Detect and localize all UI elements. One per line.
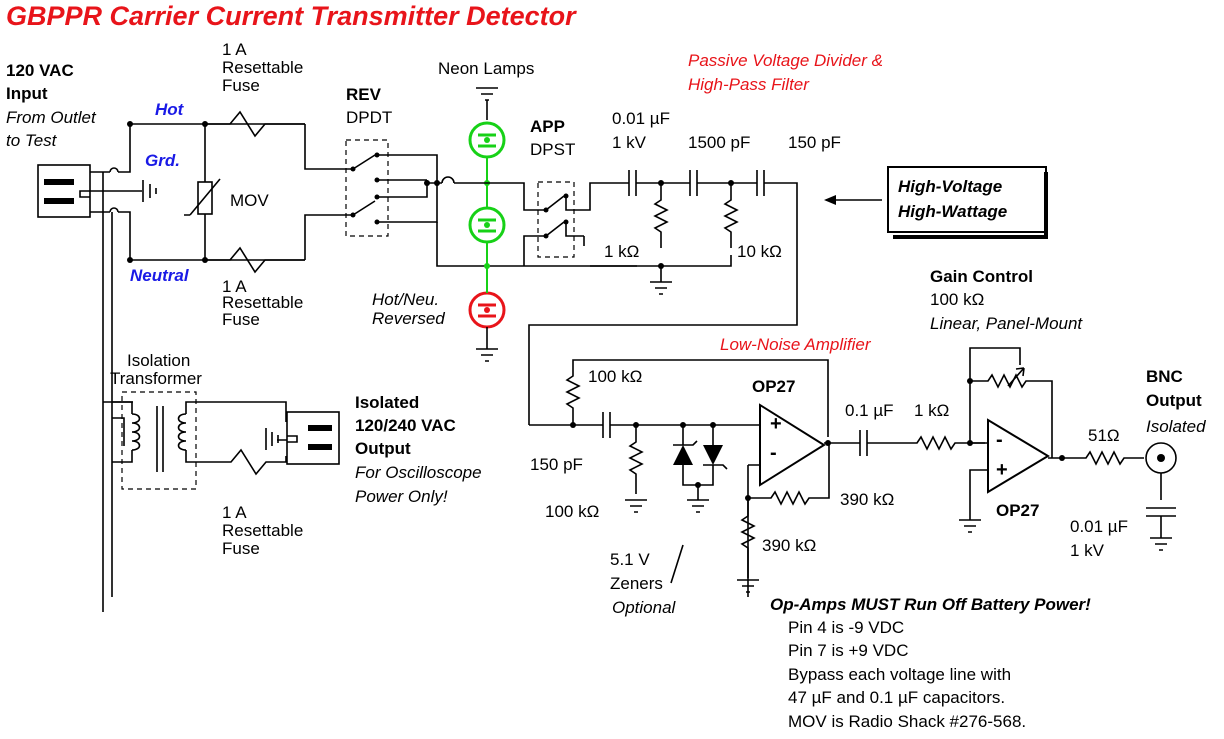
- opamp2-label: OP27: [996, 501, 1039, 520]
- fuse-bottom: [205, 246, 305, 274]
- lna-circuit: [529, 359, 985, 597]
- fuse-iso-line3: Fuse: [222, 539, 260, 558]
- cap-bnc-label-2: 1 kV: [1070, 541, 1105, 560]
- fuse-top-line2: Resettable: [222, 58, 303, 77]
- input-label-3: From Outlet: [6, 108, 97, 127]
- app-label-1: APP: [530, 117, 565, 136]
- diagram-title: GBPPR Carrier Current Transmitter Detect…: [6, 1, 577, 31]
- bnc-label-1: BNC: [1146, 367, 1183, 386]
- fuse-top-line3: Fuse: [222, 76, 260, 95]
- app-switch: [484, 181, 625, 266]
- cap-bnc-label-1: 0.01 µF: [1070, 517, 1128, 536]
- cap1-label-2: 1 kV: [612, 133, 647, 152]
- r100k-bottom-label: 100 kΩ: [545, 502, 599, 521]
- r100k-top-label: 100 kΩ: [588, 367, 642, 386]
- rev-switch: [304, 124, 637, 267]
- opamp1-label: OP27: [752, 377, 795, 396]
- opamp1-minus: -: [770, 442, 777, 464]
- r51-label: 51Ω: [1088, 426, 1120, 445]
- mov-label: MOV: [230, 191, 269, 210]
- reversed-label-2: Reversed: [372, 309, 445, 328]
- iso-output-5: Power Only!: [355, 487, 448, 506]
- iso-output-3: Output: [355, 439, 411, 458]
- input-label-2: Input: [6, 84, 48, 103]
- filter-label-2: High-Pass Filter: [688, 75, 810, 94]
- notes-line5: MOV is Radio Shack #276-568.: [788, 712, 1026, 731]
- lna-label: Low-Noise Amplifier: [720, 335, 872, 354]
- warning-line2: High-Wattage: [898, 202, 1007, 221]
- hot-label: Hot: [155, 100, 185, 119]
- iso-output-1: Isolated: [355, 393, 419, 412]
- notes-line3: Bypass each voltage line with: [788, 665, 1011, 684]
- r10k-label: 10 kΩ: [737, 242, 782, 261]
- neon-ground-top: [476, 87, 498, 120]
- fuse-top-line1: 1 A: [222, 40, 247, 59]
- opamp1-plus: +: [770, 413, 782, 435]
- fuse-bottom-line2: Resettable: [222, 293, 303, 312]
- filter-network: [528, 170, 798, 425]
- fuse-bottom-line3: Fuse: [222, 310, 260, 329]
- rev-label-2: DPDT: [346, 108, 392, 127]
- gain-label-3: Linear, Panel-Mount: [930, 314, 1083, 333]
- neon-ground-bottom: [476, 327, 498, 362]
- bnc-label-2: Output: [1146, 391, 1202, 410]
- neon-label: Neon Lamps: [438, 59, 534, 78]
- gain-stage: [959, 347, 1177, 551]
- zeners-label-2: Zeners: [610, 574, 663, 593]
- warning-box: [824, 166, 1048, 239]
- isolated-outlet: [265, 411, 340, 465]
- neon-lamp-green-2: [468, 206, 506, 244]
- r390k-gnd-label: 390 kΩ: [762, 536, 816, 555]
- filter-label-1: Passive Voltage Divider &: [688, 51, 883, 70]
- zeners-label-1: 5.1 V: [610, 550, 650, 569]
- r390k-fb-label: 390 kΩ: [840, 490, 894, 509]
- isolation-label-1: Isolation: [127, 351, 190, 370]
- fuse-iso-line1: 1 A: [222, 503, 247, 522]
- input-label-1: 120 VAC: [6, 61, 74, 80]
- neutral-label: Neutral: [130, 266, 190, 285]
- bnc-label-3: Isolated: [1146, 417, 1206, 436]
- ground-label: Grd.: [145, 151, 180, 170]
- gain-label-1: Gain Control: [930, 267, 1033, 286]
- reversed-label-1: Hot/Neu.: [372, 290, 439, 309]
- isolation-label-2: Transformer: [110, 369, 202, 388]
- warning-line1: High-Voltage: [898, 177, 1002, 196]
- notes-line4: 47 µF and 0.1 µF capacitors.: [788, 688, 1005, 707]
- notes-title: Op-Amps MUST Run Off Battery Power!: [770, 595, 1091, 614]
- app-label-2: DPST: [530, 140, 575, 159]
- opamp2-plus: +: [996, 459, 1008, 481]
- input-wiring: [90, 121, 305, 612]
- isolation-transformer: [112, 391, 287, 490]
- gain-label-2: 100 kΩ: [930, 290, 984, 309]
- iso-output-2: 120/240 VAC: [355, 416, 456, 435]
- mov-component: [184, 124, 221, 260]
- input-outlet: [37, 164, 91, 218]
- neon-lamp-red: [468, 291, 506, 329]
- r1k-in-label: 1 kΩ: [914, 401, 949, 420]
- fuse-top: [205, 110, 305, 138]
- fuse-iso-line2: Resettable: [222, 521, 303, 540]
- notes-line1: Pin 4 is -9 VDC: [788, 618, 904, 637]
- opamp2-minus: -: [996, 429, 1003, 451]
- fuse-bottom-line1: 1 A: [222, 277, 247, 296]
- iso-output-4: For Oscilloscope: [355, 463, 482, 482]
- neon-lamp-green-1: [468, 121, 506, 159]
- cap2-label: 1500 pF: [688, 133, 750, 152]
- r1k-label: 1 kΩ: [604, 242, 639, 261]
- notes-line2: Pin 7 is +9 VDC: [788, 641, 908, 660]
- c150p-label: 150 pF: [530, 455, 583, 474]
- zeners-label-3: Optional: [612, 598, 677, 617]
- cap3-label: 150 pF: [788, 133, 841, 152]
- cap1-label-1: 0.01 µF: [612, 109, 670, 128]
- input-label-4: to Test: [6, 131, 58, 150]
- c01-label: 0.1 µF: [845, 401, 894, 420]
- rev-label-1: REV: [346, 85, 382, 104]
